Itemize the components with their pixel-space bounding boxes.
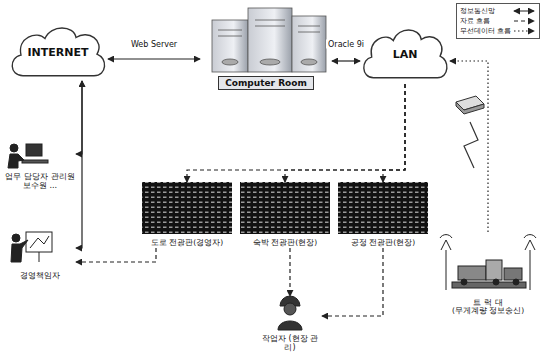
connector [76,248,156,262]
connector [76,81,82,248]
server-room: Computer Room [200,4,332,92]
manager: 경영책임자 [4,228,76,280]
signboard: 공정 전광판(현장) [338,182,428,248]
legend-entry: 무선데이터 흐름 [460,26,536,36]
node-label: 경영책임자 [20,271,60,280]
server [212,20,248,72]
node-label: (무게계량 정보송신) [452,307,524,316]
signboard: 도로 전광판(경영자) [142,182,232,248]
signboard: 숙박 전광판(현장) [240,182,330,248]
legend-sample [512,7,536,15]
cloud-node: INTERNET [8,22,108,84]
cloud-label: LAN [393,49,418,62]
led-panel [142,182,232,234]
led-panel [240,182,330,234]
edge-label: Web Server [129,40,179,49]
truck-scale-node: 트 럭 대(무게계량 정보송신) [436,232,540,316]
manager-icon [11,232,52,262]
legend-text: 정보통신망 [460,7,495,16]
connector [289,248,290,296]
worker-icon [278,296,302,330]
worker: 작업자 (현장 관리) [258,296,322,352]
legend-entry: 정보통신망 [460,6,536,16]
node-label: 도로 전광판(경영자) [151,239,223,248]
server [292,16,326,72]
node-label: 공정 전광판(현장) [351,239,415,248]
connector [332,60,360,61]
connector [322,248,383,316]
connector [450,61,488,232]
node-label: 트 럭 대 [473,298,502,307]
radio-link [464,122,478,168]
wireless-device [456,96,484,168]
user-group: 업무 담당자 관리원 보수원 ... [4,140,76,190]
truck-scale [440,235,536,290]
legend-sample [512,17,536,25]
node-label: 작업자 (현장 관리) [258,334,322,352]
cloud-label: INTERNET [27,47,88,60]
connector [76,81,82,154]
node-label: Computer Room [218,76,314,90]
legend-entry: 자료 흐름 [460,16,536,26]
legend: 정보통신망자료 흐름무선데이터 흐름 [456,3,540,39]
connector [187,84,405,182]
node-label: 업무 담당자 관리원 보수원 ... [4,172,76,190]
legend-text: 자료 흐름 [460,17,490,26]
operator-icon [8,144,48,168]
edge-label: Oracle 9i [326,40,366,49]
legend-text: 무선데이터 흐름 [460,27,511,36]
node-label: 숙박 전광판(현장) [253,239,317,248]
led-panel [338,182,428,234]
connector [285,84,405,182]
connector [383,84,405,182]
legend-sample [512,27,536,35]
cloud-node: LAN [360,24,450,86]
server-group [212,8,326,72]
signboards [142,182,428,234]
connector [108,58,200,59]
server [248,8,292,72]
